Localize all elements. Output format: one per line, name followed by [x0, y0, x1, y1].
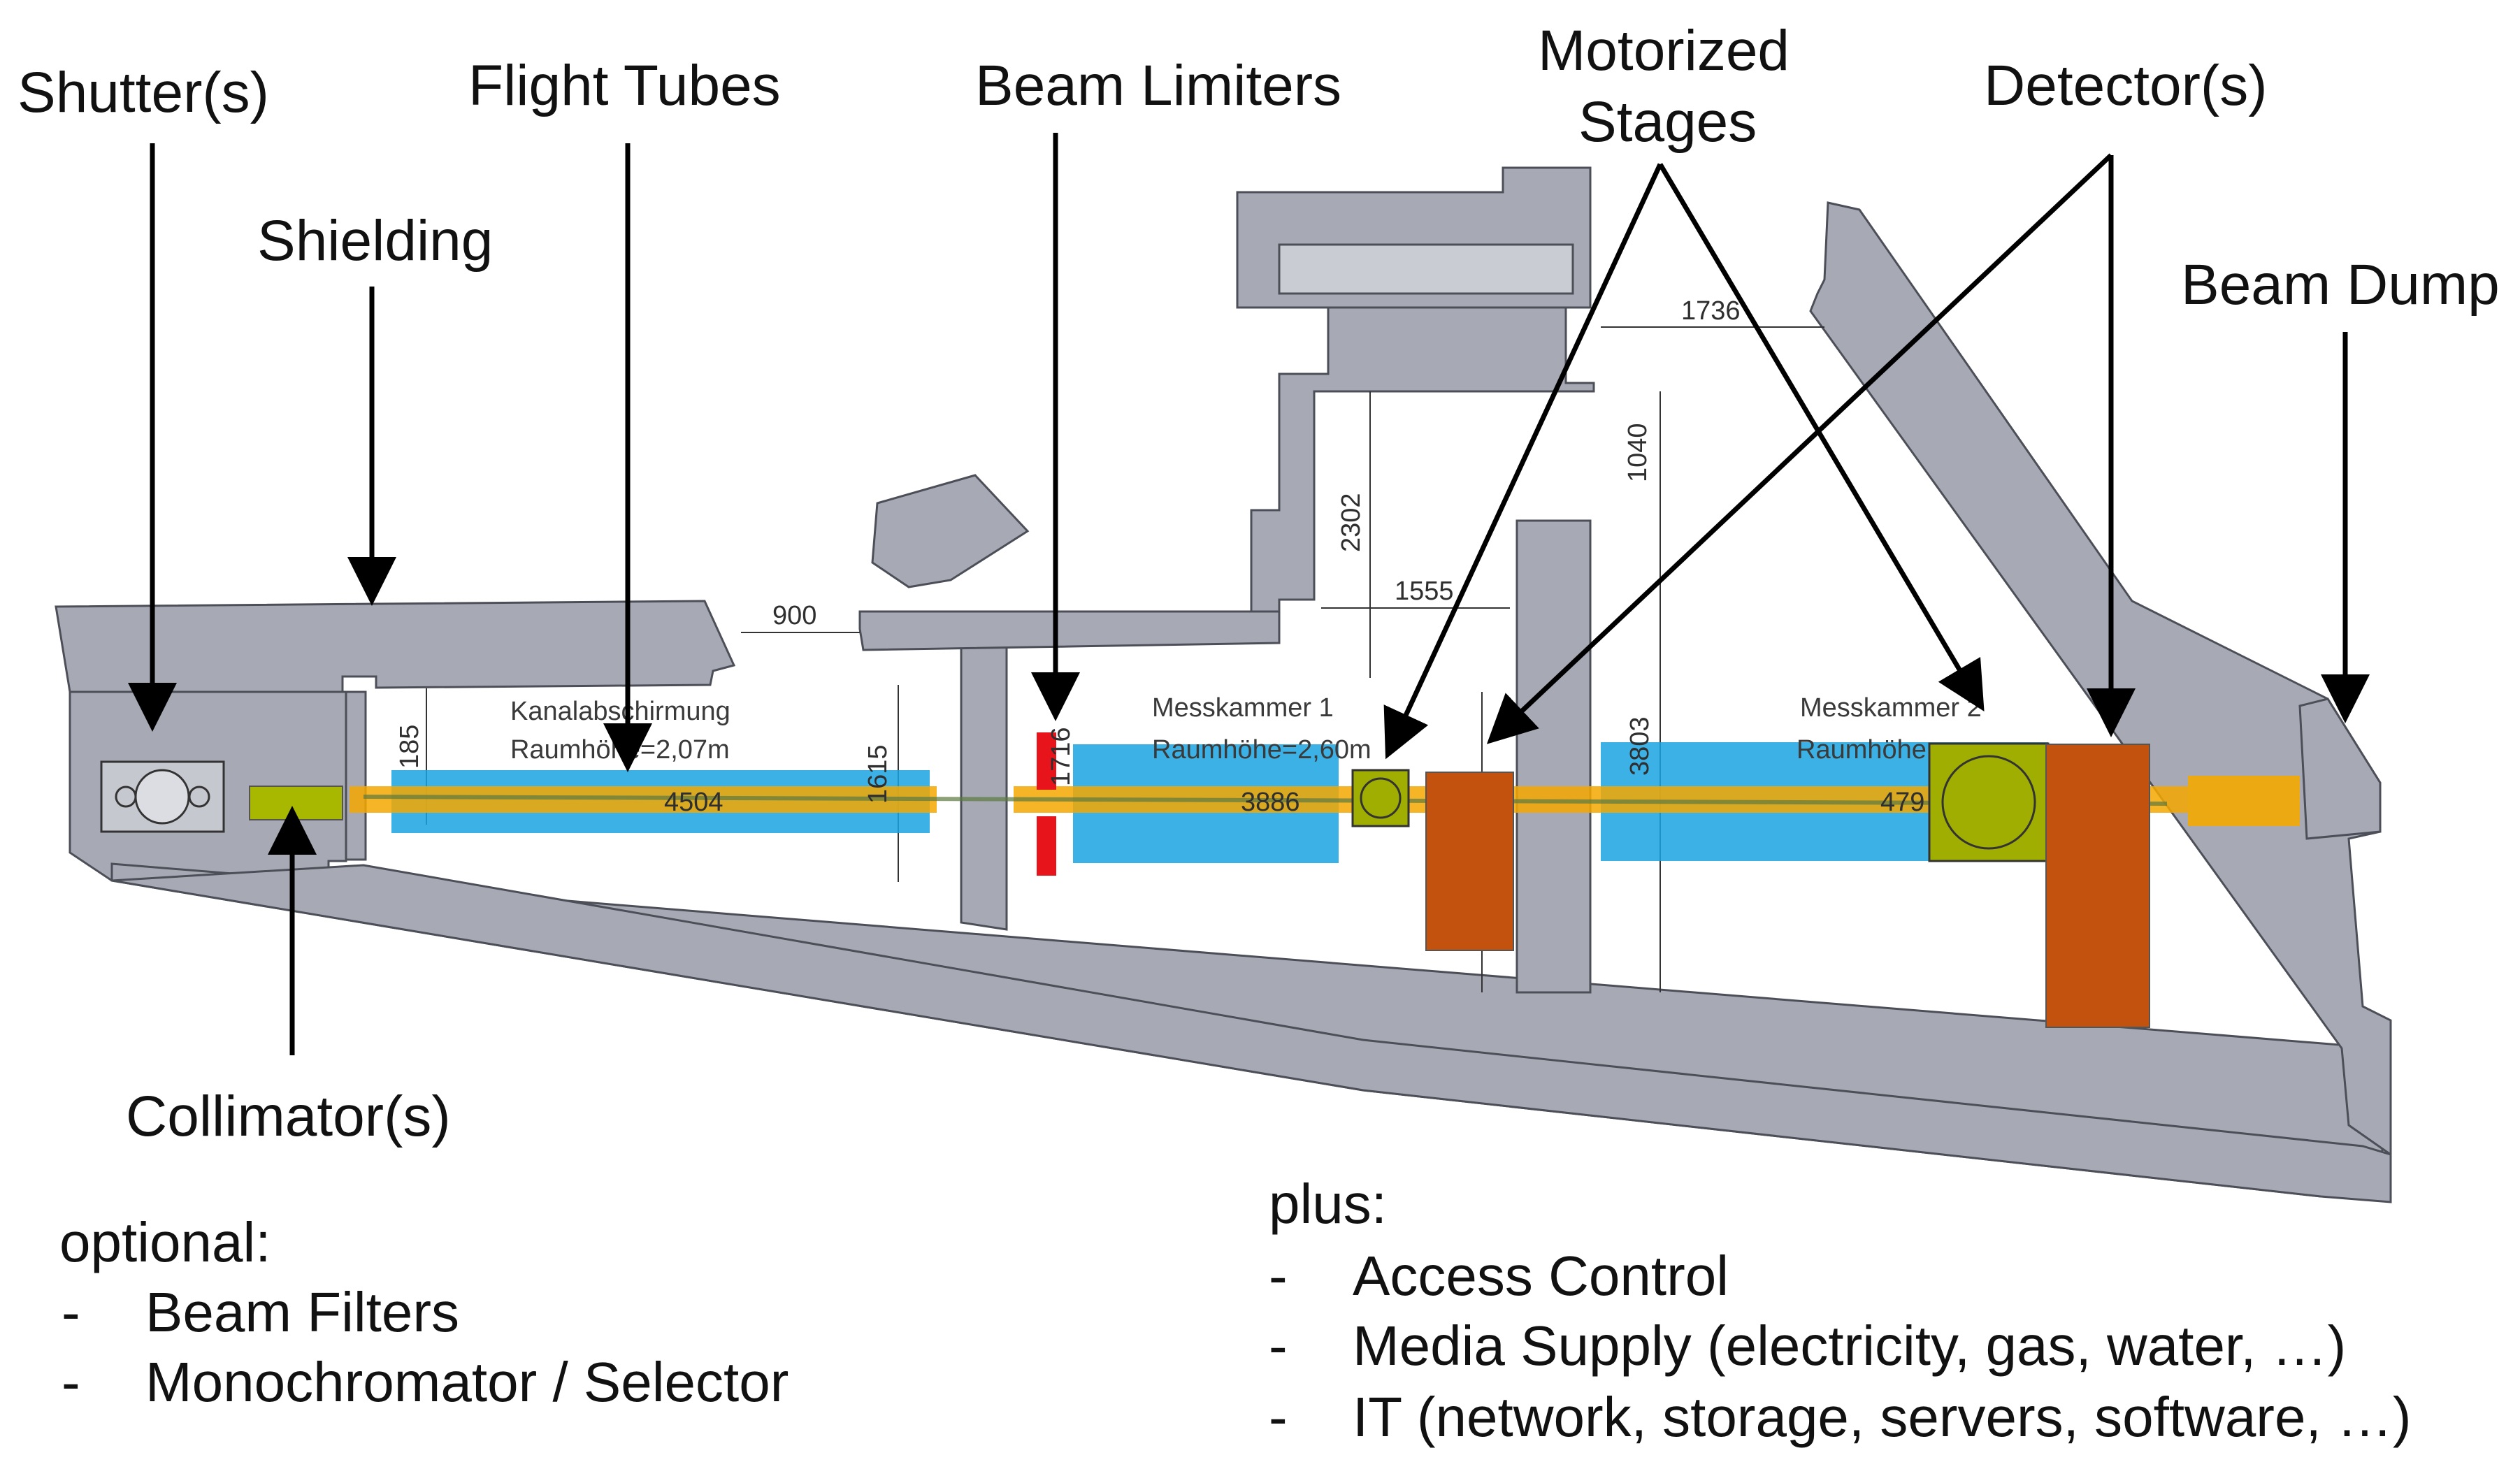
beam-centerline [363, 795, 2168, 806]
beam-limiter-upper [1037, 732, 1056, 790]
plus-item-2: Media Supply (electricity, gas, water, …… [1353, 1315, 2346, 1377]
shielding-mid-wall-1 [960, 635, 1008, 931]
motorized-stage-2-rotor [1941, 755, 2036, 850]
dimension-labels: 900 1736 1040 2302 1555 3803 1615 185 45… [395, 296, 1924, 817]
shielding-tilted-block [871, 474, 1030, 588]
beam-limiters [1037, 732, 1056, 876]
shielding-top-inner [1278, 243, 1574, 295]
room-mess2-name: Messkammer 2 [1800, 693, 1982, 723]
dim-1615: 1615 [863, 744, 893, 804]
room-labels: Kanalabschirmung Raumhöhe=2,07m Messkamm… [510, 693, 1982, 765]
optional-bullet-2: - [62, 1351, 80, 1413]
shutter-mechanism [100, 760, 225, 833]
plus-bullet-3: - [1269, 1386, 1288, 1448]
motorized-stage-2 [1928, 742, 2050, 862]
label-beam-dump: Beam Dump [2181, 253, 2500, 317]
optional-item-1: Beam Filters [145, 1281, 459, 1343]
dim-185: 185 [395, 725, 424, 769]
detector-2 [2045, 744, 2150, 1028]
beam-limiter-lower [1037, 816, 1056, 876]
detectors [1425, 744, 2150, 1028]
room-mess1-name: Messkammer 1 [1152, 693, 1334, 723]
dim-1555: 1555 [1395, 577, 1454, 606]
label-motorized-line1: Motorized [1538, 19, 1790, 82]
dim-2302: 2302 [1337, 493, 1366, 552]
beam-dump-block [2298, 697, 2382, 840]
callout-arrows [128, 133, 2370, 1055]
dim-1040: 1040 [1623, 423, 1653, 482]
dim-3803: 3803 [1625, 716, 1655, 776]
dim-4504: 4504 [664, 788, 723, 817]
dim-1736: 1736 [1681, 296, 1741, 326]
plus-heading: plus: [1269, 1173, 1387, 1235]
arrow-stages-2 [1657, 163, 1985, 712]
collimator [249, 786, 343, 820]
optional-heading: optional: [59, 1211, 271, 1273]
dim-900: 900 [772, 601, 816, 630]
plus-bullet-2: - [1269, 1315, 1288, 1377]
beam-segment-3 [2188, 776, 2300, 826]
plus-item-1: Access Control [1353, 1245, 1729, 1307]
plus-bullet-1: - [1269, 1245, 1288, 1307]
room-kanal-height: Raumhöhe=2,07m [510, 735, 730, 765]
arrow-stages-1 [1383, 163, 1663, 760]
shielding-structure [55, 166, 2392, 1203]
label-collimators: Collimator(s) [126, 1085, 451, 1148]
optional-bullet-1: - [62, 1281, 80, 1343]
shielding-right-diagonal [1809, 201, 2392, 1157]
shielding-mid-top [858, 596, 1281, 651]
dim-479: 479 [1880, 788, 1924, 817]
label-detectors: Detector(s) [1984, 54, 2268, 117]
shielding-inner-wall-left [345, 690, 367, 861]
room-mess1-height: Raumhöhe=2,60m [1152, 735, 1371, 765]
plus-item-3: IT (network, storage, servers, software,… [1353, 1386, 2412, 1448]
arrow-detectors-1 [1486, 153, 2113, 744]
label-flight-tubes: Flight Tubes [468, 54, 781, 117]
shielding-upper-column [1250, 306, 1595, 613]
dim-3886: 3886 [1241, 788, 1300, 817]
label-shielding: Shielding [257, 209, 493, 273]
label-shutters: Shutter(s) [17, 61, 269, 124]
optional-item-2: Monochromator / Selector [145, 1351, 789, 1413]
room-mess2-height: Raumhöhe [1797, 735, 1927, 765]
dim-1716: 1716 [1046, 727, 1076, 786]
shielding-chamber-column [1515, 519, 1592, 994]
optional-list: optional: - Beam Filters - Monochromator… [59, 1211, 789, 1413]
callout-labels: Shutter(s) Flight Tubes Beam Limiters Mo… [17, 19, 2500, 1148]
detector-1 [1425, 772, 1514, 951]
plus-list: plus: - Access Control - Media Supply (e… [1269, 1173, 2412, 1448]
label-motorized-line2: Stages [1578, 90, 1757, 154]
motorized-stage-1-rotor [1360, 777, 1402, 819]
label-beam-limiters: Beam Limiters [975, 54, 1341, 117]
room-kanal-name: Kanalabschirmung [510, 697, 730, 726]
shielding-left-top [55, 600, 736, 693]
